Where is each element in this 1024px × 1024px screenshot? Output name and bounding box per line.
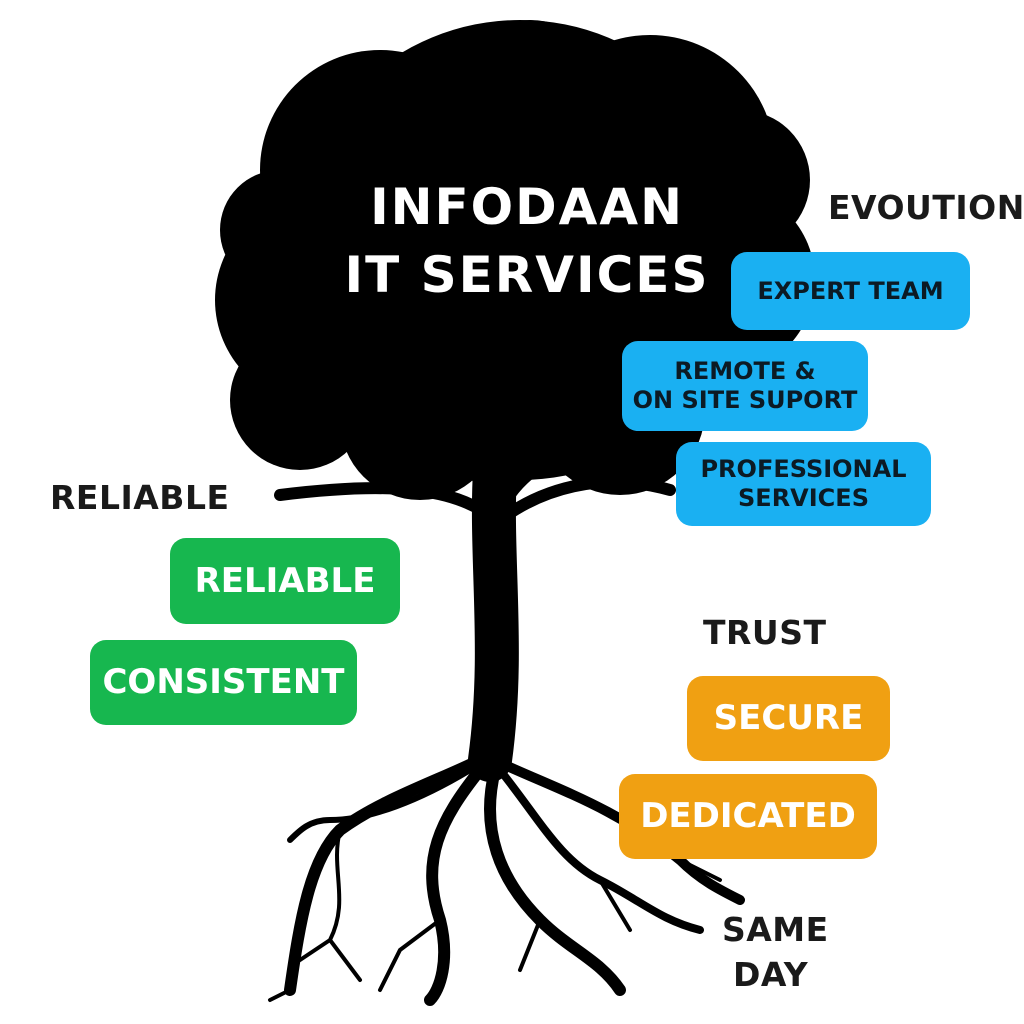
box-remote-support: REMOTE &ON SITE SUPORT [622, 341, 868, 431]
tree-trunk-branches [274, 423, 676, 782]
box-consistent: CONSISTENT [90, 640, 357, 725]
box-dedicated: DEDICATED [619, 774, 877, 859]
box-label: PROFESSIONAL [700, 455, 907, 484]
box-secure: SECURE [687, 676, 890, 761]
label-evolution: EVOUTION [828, 188, 1024, 227]
label-same: SAME [722, 910, 829, 949]
title-line-1: INFODAAN [370, 178, 684, 236]
tree-canopy [215, 20, 815, 500]
box-label: CONSISTENT [102, 662, 345, 703]
label-trust: TRUST [703, 613, 827, 652]
title-line-2: IT SERVICES [344, 246, 710, 304]
box-label: RELIABLE [194, 560, 376, 601]
box-reliable: RELIABLE [170, 538, 400, 624]
box-label: ON SITE SUPORT [632, 386, 858, 414]
box-label: SERVICES [738, 484, 869, 512]
box-label: EXPERT TEAM [757, 276, 944, 305]
label-reliable: RELIABLE [50, 478, 230, 517]
box-label: DEDICATED [640, 796, 856, 837]
box-expert-team: EXPERT TEAM [731, 252, 970, 330]
box-label: REMOTE & [674, 357, 816, 386]
box-label: SECURE [713, 698, 864, 739]
label-day: DAY [733, 955, 809, 994]
